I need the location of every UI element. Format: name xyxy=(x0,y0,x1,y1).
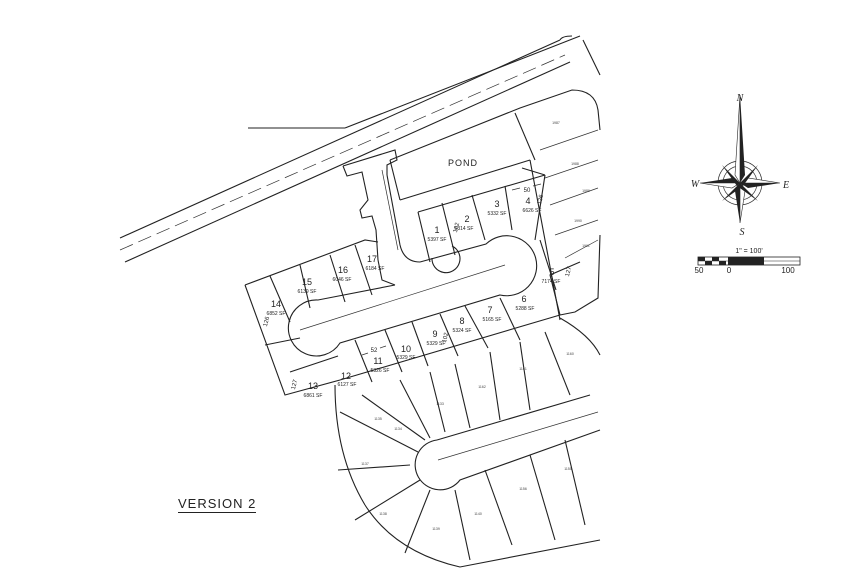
scale-title: 1" = 100' xyxy=(735,248,762,255)
lot-15: 15 6139 SF xyxy=(298,277,317,295)
svg-text:9: 9 xyxy=(432,329,437,339)
svg-text:1989: 1989 xyxy=(582,189,590,193)
svg-text:16: 16 xyxy=(338,265,348,275)
svg-text:5329 SF: 5329 SF xyxy=(427,341,446,347)
dimension-label: 102 xyxy=(453,221,462,233)
lot-1: 1 5397 SF xyxy=(428,225,447,243)
lot-9: 9 5329 SF xyxy=(427,329,446,347)
lot-4: 4 6626 SF xyxy=(523,196,542,214)
lot-7: 7 5165 SF xyxy=(483,305,502,323)
svg-text:1139: 1139 xyxy=(432,527,440,531)
svg-text:6626 SF: 6626 SF xyxy=(523,208,542,214)
svg-text:17: 17 xyxy=(367,254,377,264)
cul-de-sac-road xyxy=(287,235,538,357)
dimension-label: 126 xyxy=(263,315,272,327)
svg-text:7174 SF: 7174 SF xyxy=(542,279,561,285)
dimension-label: 126 xyxy=(537,193,546,205)
lot-2: 2 5314 SF xyxy=(455,214,474,232)
svg-text:6046 SF: 6046 SF xyxy=(333,277,352,283)
svg-text:1160: 1160 xyxy=(566,352,574,356)
svg-text:1161: 1161 xyxy=(519,367,527,371)
scale-bar: 1" = 100' 50 0 100 xyxy=(695,248,801,275)
pond-area: POND xyxy=(389,89,601,201)
svg-text:7: 7 xyxy=(487,305,492,315)
svg-text:1991: 1991 xyxy=(582,244,590,248)
svg-text:1138: 1138 xyxy=(379,512,387,516)
scale-left-label: 50 xyxy=(695,266,704,275)
scale-zero-label: 0 xyxy=(727,266,732,275)
svg-text:5165 SF: 5165 SF xyxy=(483,317,502,323)
lot-14: 14 6852 SF xyxy=(267,299,286,317)
dimension-label: 102 xyxy=(442,331,451,343)
entry-road xyxy=(342,149,421,286)
svg-text:1155: 1155 xyxy=(564,467,572,471)
svg-text:1162: 1162 xyxy=(478,385,486,389)
highway-lines xyxy=(119,35,601,263)
svg-text:1156: 1156 xyxy=(519,487,527,491)
scale-right-label: 100 xyxy=(781,266,795,275)
svg-text:5332 SF: 5332 SF xyxy=(488,211,507,217)
version-label: VERSION 2 xyxy=(178,496,257,513)
lot-16: 16 6046 SF xyxy=(333,265,352,283)
svg-text:5288 SF: 5288 SF xyxy=(516,306,535,312)
svg-text:6852 SF: 6852 SF xyxy=(267,311,286,317)
svg-text:6127 SF: 6127 SF xyxy=(338,382,357,388)
svg-text:6139 SF: 6139 SF xyxy=(298,289,317,295)
svg-text:10: 10 xyxy=(401,344,411,354)
dimension-label: 127 xyxy=(565,265,574,277)
compass-east-label: E xyxy=(782,180,789,191)
svg-text:1: 1 xyxy=(434,225,439,235)
south-subdivision: 1135 1134 1133 1162 1161 1160 1137 1138 … xyxy=(334,317,601,568)
north-arrow-compass: N W E S xyxy=(691,93,789,238)
svg-text:8: 8 xyxy=(459,316,464,326)
dimension-label: 52 xyxy=(371,348,378,354)
svg-text:6: 6 xyxy=(521,294,526,304)
lot-6: 6 5288 SF xyxy=(516,294,535,312)
svg-text:11: 11 xyxy=(373,356,382,366)
svg-text:5397 SF: 5397 SF xyxy=(428,237,447,243)
svg-text:1987: 1987 xyxy=(552,121,560,125)
dimension-labels: 50 126 102 127 102 52 126 127 xyxy=(263,183,574,390)
svg-text:1990: 1990 xyxy=(574,219,582,223)
dimension-label: 50 xyxy=(524,188,531,194)
east-lots: 1987 1988 1989 1990 1991 xyxy=(539,121,599,259)
svg-text:12: 12 xyxy=(341,371,351,381)
compass-south-label: S xyxy=(740,227,745,238)
lot-5: 5 7174 SF xyxy=(542,267,561,285)
pond-label: POND xyxy=(448,158,478,168)
compass-north-label: N xyxy=(736,93,745,104)
svg-text:13: 13 xyxy=(308,381,318,391)
svg-text:2: 2 xyxy=(464,214,469,224)
compass-west-label: W xyxy=(691,179,701,190)
svg-text:1140: 1140 xyxy=(474,512,482,516)
svg-text:3: 3 xyxy=(494,199,499,209)
svg-text:1988: 1988 xyxy=(571,162,579,166)
svg-text:1137: 1137 xyxy=(361,462,369,466)
lot-8: 8 5324 SF xyxy=(453,316,472,334)
svg-text:14: 14 xyxy=(271,299,281,309)
svg-text:6861 SF: 6861 SF xyxy=(304,393,323,399)
svg-text:5: 5 xyxy=(549,267,554,277)
svg-text:1135: 1135 xyxy=(374,417,382,421)
svg-text:15: 15 xyxy=(302,277,312,287)
lot-boundaries xyxy=(244,159,601,396)
lot-13: 13 6861 SF xyxy=(304,381,323,399)
lot-17: 17 6184 SF xyxy=(366,254,385,272)
lot-11: 11 5326 SF xyxy=(371,356,390,374)
svg-text:1134: 1134 xyxy=(394,427,402,431)
lot-3: 3 5332 SF xyxy=(488,199,507,217)
svg-text:5326 SF: 5326 SF xyxy=(371,368,390,374)
svg-text:4: 4 xyxy=(525,196,530,206)
svg-text:5314 SF: 5314 SF xyxy=(455,226,474,232)
dimension-label: 127 xyxy=(291,378,300,390)
svg-text:1133: 1133 xyxy=(436,402,444,406)
svg-text:5329 SF: 5329 SF xyxy=(397,355,416,361)
svg-text:6184 SF: 6184 SF xyxy=(366,266,385,272)
svg-text:5324 SF: 5324 SF xyxy=(453,328,472,334)
